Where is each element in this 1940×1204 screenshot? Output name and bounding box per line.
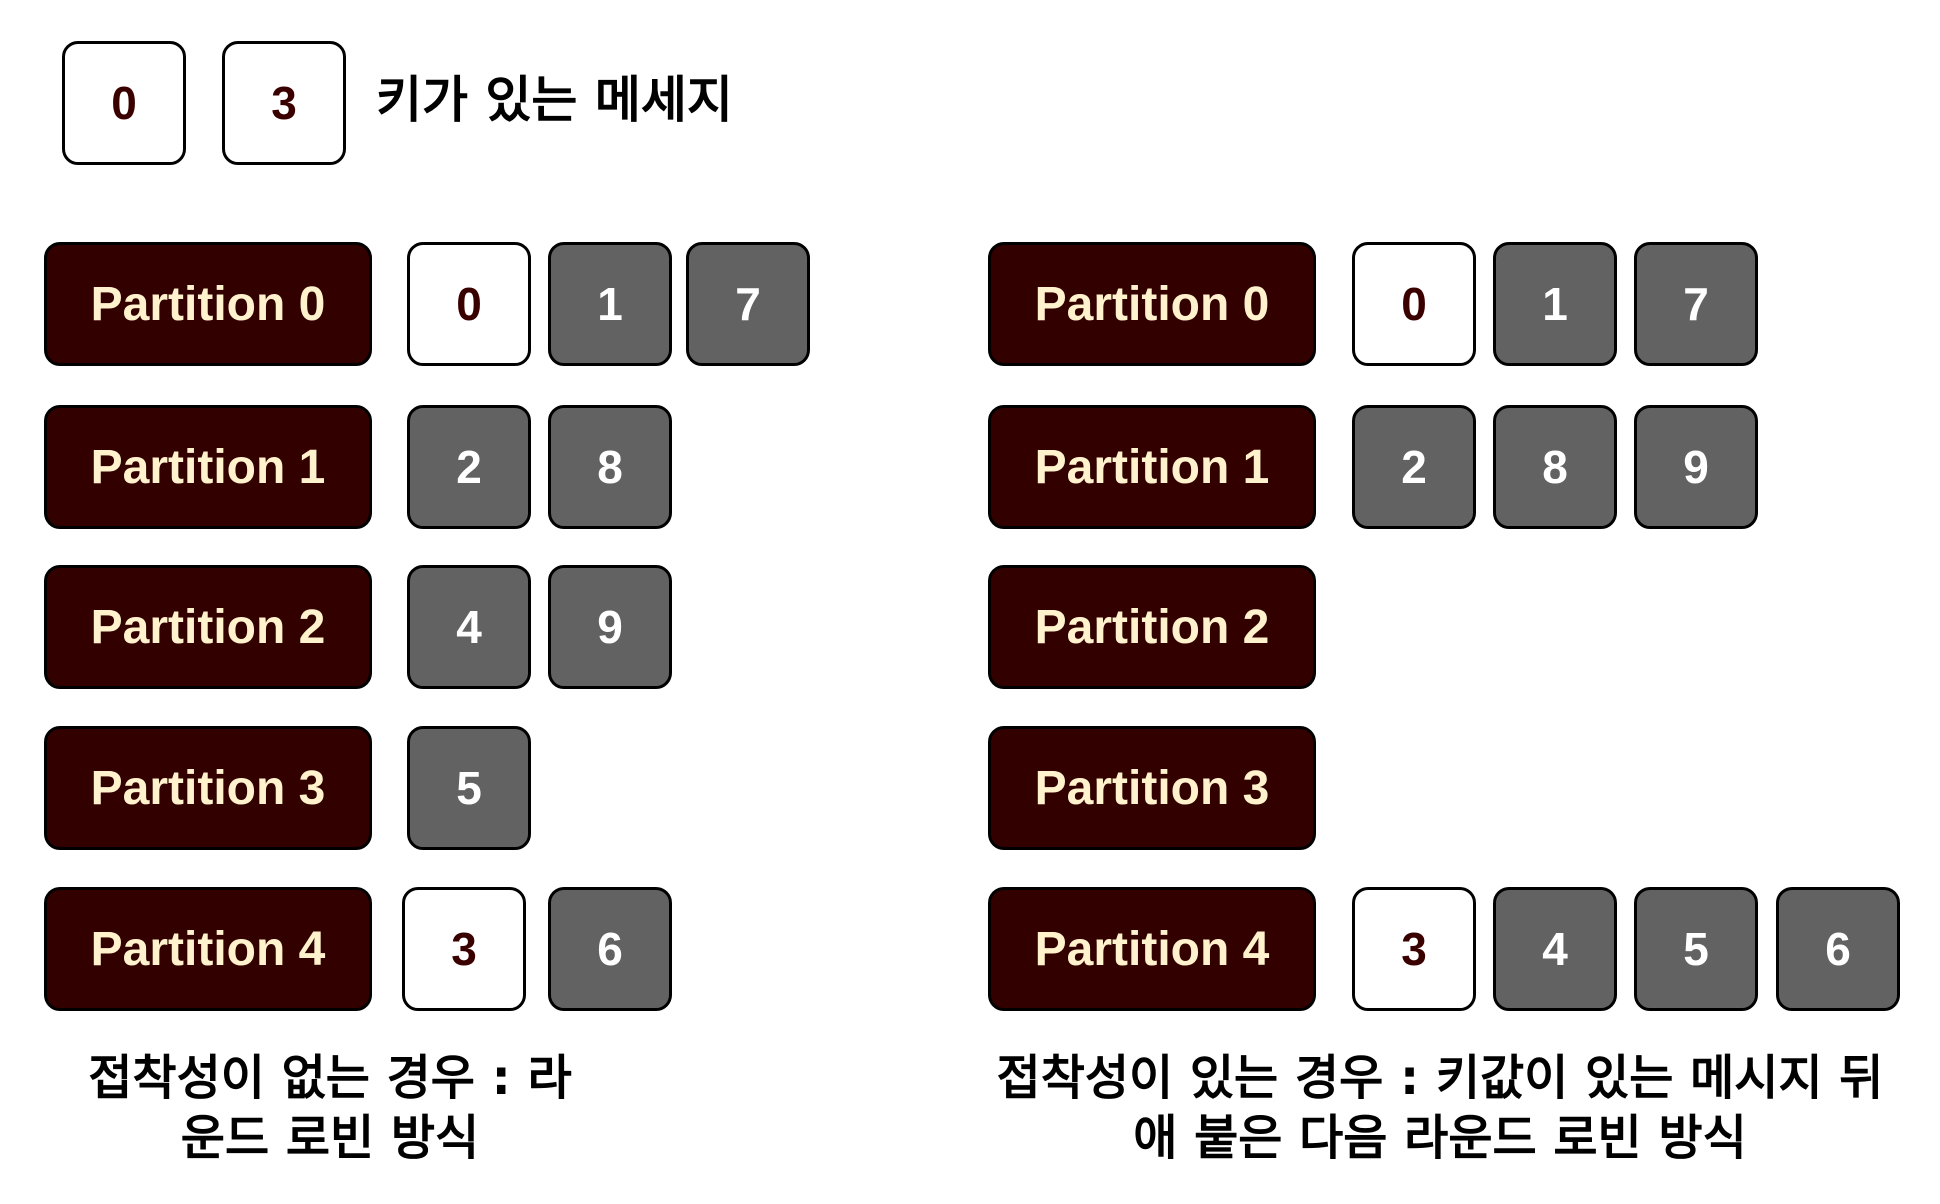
left-p0-msg-7: 7 [686, 242, 810, 366]
left-caption: 접착성이 없는 경우 : 라 운드 로빈 방식 [0, 1048, 660, 1168]
right-p1-msg-8: 8 [1493, 405, 1617, 529]
right-caption-line-2: 애 붙은 다음 라운드 로빈 방식 [1133, 1110, 1747, 1166]
right-p0-msg-0: 0 [1352, 242, 1476, 366]
right-partition-0: Partition 0 [988, 242, 1316, 366]
left-p0-msg-0: 0 [407, 242, 531, 366]
right-p0-msg-7: 7 [1634, 242, 1758, 366]
left-p1-msg-8: 8 [548, 405, 672, 529]
left-p2-msg-4: 4 [407, 565, 531, 689]
right-partition-4: Partition 4 [988, 887, 1316, 1011]
right-p4-msg-5: 5 [1634, 887, 1758, 1011]
left-partition-2: Partition 2 [44, 565, 372, 689]
left-p4-msg-6: 6 [548, 887, 672, 1011]
right-p1-msg-9: 9 [1634, 405, 1758, 529]
left-p3-msg-5: 5 [407, 726, 531, 850]
left-partition-4: Partition 4 [44, 887, 372, 1011]
right-p1-msg-2: 2 [1352, 405, 1476, 529]
right-p4-msg-3: 3 [1352, 887, 1476, 1011]
right-partition-1: Partition 1 [988, 405, 1316, 529]
right-p4-msg-6: 6 [1776, 887, 1900, 1011]
left-partition-0: Partition 0 [44, 242, 372, 366]
right-p0-msg-1: 1 [1493, 242, 1617, 366]
left-caption-line-1: 접착성이 없는 경우 : 라 [88, 1050, 572, 1106]
right-partition-3: Partition 3 [988, 726, 1316, 850]
left-partition-3: Partition 3 [44, 726, 372, 850]
left-partition-1: Partition 1 [44, 405, 372, 529]
left-p2-msg-9: 9 [548, 565, 672, 689]
left-caption-line-2: 운드 로빈 방식 [180, 1110, 480, 1166]
right-p4-msg-4: 4 [1493, 887, 1617, 1011]
left-p4-msg-3: 3 [402, 887, 526, 1011]
right-caption: 접착성이 있는 경우 : 키값이 있는 메시지 뒤 애 붙은 다음 라운드 로빈… [940, 1048, 1940, 1168]
right-caption-line-1: 접착성이 있는 경우 : 키값이 있는 메시지 뒤 [996, 1050, 1884, 1106]
left-p0-msg-1: 1 [548, 242, 672, 366]
legend-key-0: 0 [62, 41, 186, 165]
right-partition-2: Partition 2 [988, 565, 1316, 689]
legend-key-3: 3 [222, 41, 346, 165]
left-p1-msg-2: 2 [407, 405, 531, 529]
legend-label: 키가 있는 메세지 [376, 71, 733, 129]
